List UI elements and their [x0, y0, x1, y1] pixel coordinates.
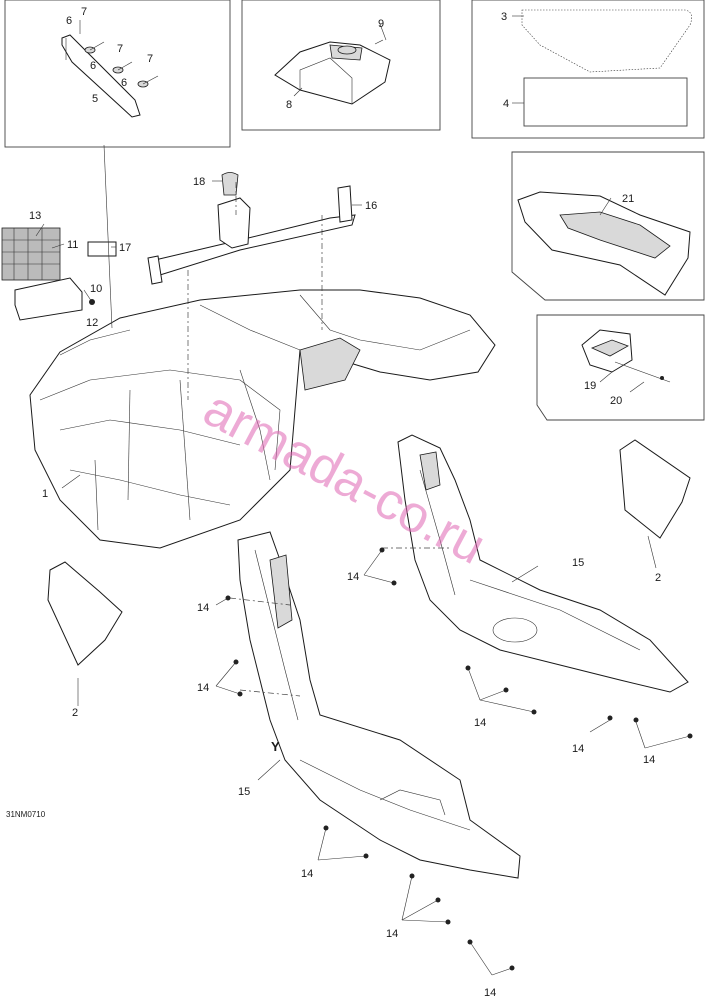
callout-13: 13 [29, 210, 41, 222]
callout-17: 17 [119, 242, 131, 254]
net-and-pad [1, 227, 117, 321]
callout-3: 3 [501, 11, 507, 23]
lower-tub-left [237, 531, 521, 879]
lower-tub-right [397, 434, 689, 693]
callout-14: 14 [301, 868, 313, 880]
callout-14: 14 [197, 602, 209, 614]
callout-5: 5 [92, 93, 98, 105]
callout-20: 20 [610, 395, 622, 407]
fasteners [89, 299, 693, 971]
callout-Y: Y [271, 739, 280, 754]
callout-labels: 6 7 7 6 7 6 5 9 8 3 4 21 18 16 13 11 17 … [6, 6, 661, 999]
callout-7: 7 [117, 43, 123, 55]
callout-8: 8 [286, 99, 292, 111]
callout-14: 14 [347, 571, 359, 583]
callout-6: 6 [121, 77, 127, 89]
callout-10: 10 [90, 283, 102, 295]
inset-seat [511, 151, 705, 301]
callout-2: 2 [655, 572, 661, 584]
callout-14: 14 [197, 682, 209, 694]
callout-14: 14 [572, 743, 584, 755]
callout-16: 16 [365, 200, 377, 212]
callout-21: 21 [622, 193, 634, 205]
inset-decals [471, 0, 705, 139]
callout-7: 7 [81, 6, 87, 18]
callout-18: 18 [193, 176, 205, 188]
support-bar [147, 172, 356, 285]
callout-14: 14 [643, 754, 655, 766]
callout-6: 6 [66, 15, 72, 27]
callout-14: 14 [484, 987, 496, 999]
callout-12: 12 [86, 317, 98, 329]
leader-lines [35, 15, 691, 976]
callout-14: 14 [386, 928, 398, 940]
callout-2: 2 [72, 707, 78, 719]
callout-11: 11 [67, 239, 78, 251]
front-body-panel [29, 289, 496, 549]
callout-6: 6 [90, 60, 96, 72]
callout-15: 15 [238, 786, 250, 798]
inset-fastener-strip [4, 0, 231, 148]
callout-15: 15 [572, 557, 584, 569]
callout-1: 1 [42, 488, 48, 500]
callout-7: 7 [147, 53, 153, 65]
callout-19: 19 [584, 380, 596, 392]
inset-bracket [536, 314, 705, 421]
inset-cover [241, 0, 441, 131]
callout-14: 14 [474, 717, 486, 729]
callout-9: 9 [378, 18, 384, 30]
side-panels [47, 439, 691, 666]
drawing-code: 31NM0710 [6, 810, 46, 819]
callout-4: 4 [503, 98, 509, 110]
